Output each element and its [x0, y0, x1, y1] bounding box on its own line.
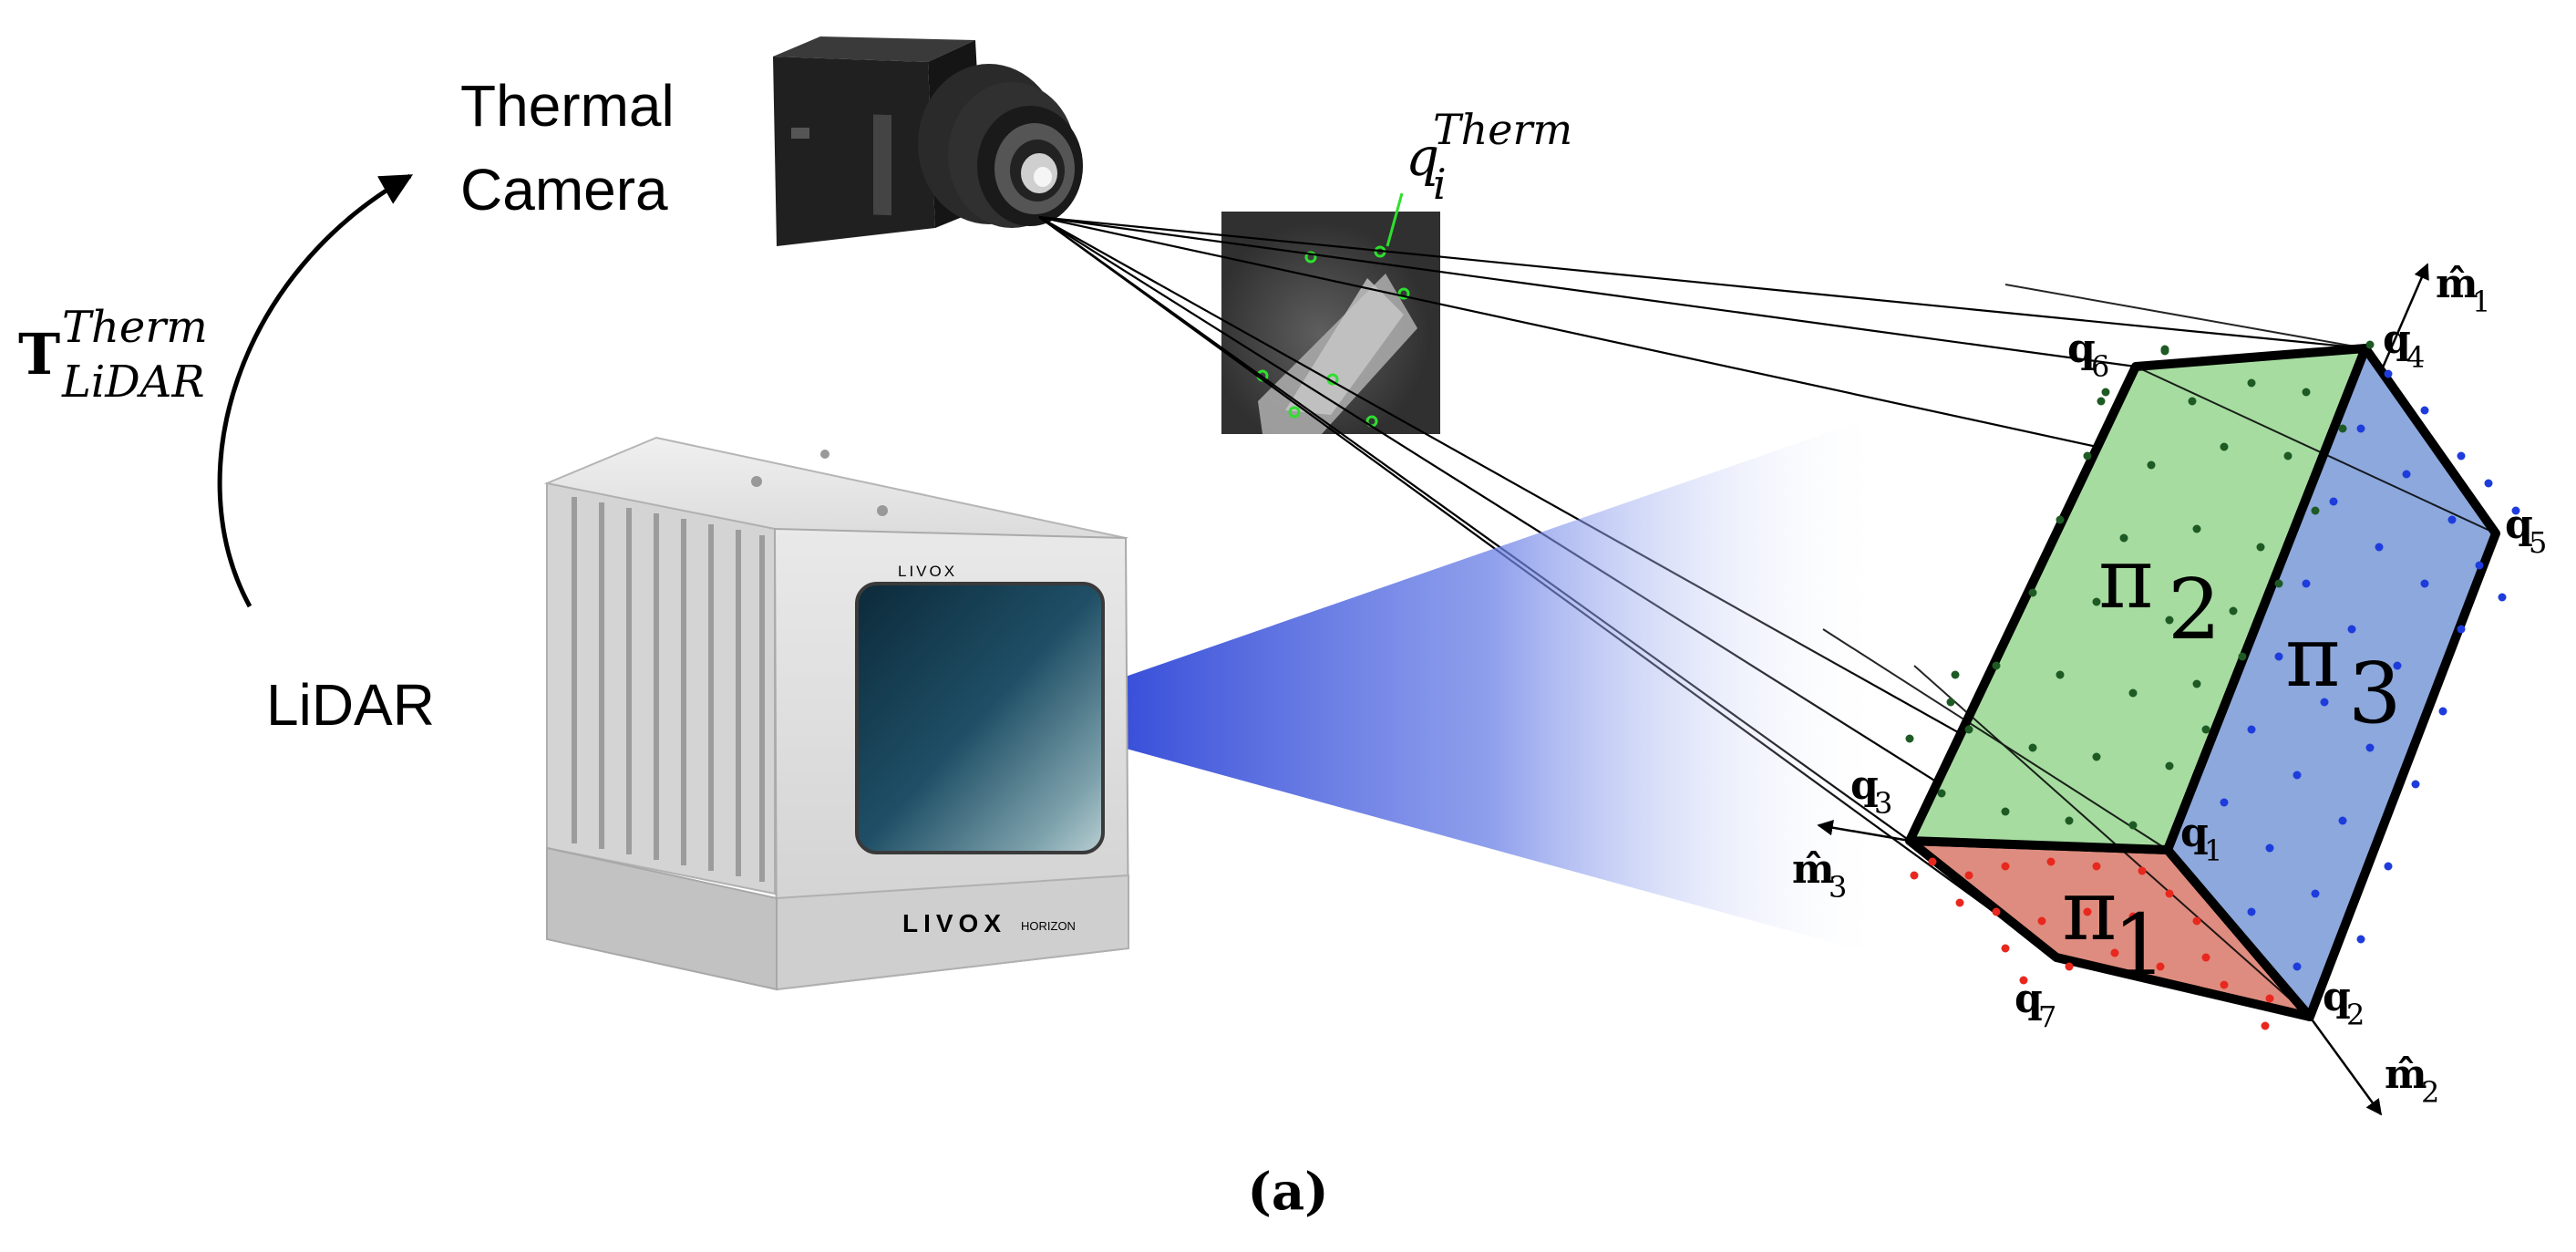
vertex-label-q1: q 1 — [2180, 810, 2222, 868]
normal-m1-base: m̂ — [2436, 261, 2478, 307]
transform-sup: Therm — [62, 302, 208, 353]
vertex-label-q4: q 4 — [2383, 316, 2425, 375]
lidar-model: HORIZON — [1021, 919, 1076, 933]
normal-m2-base: m̂ — [2385, 1051, 2427, 1098]
vertex-label-q6: q 6 — [2067, 326, 2109, 384]
feature-sup: Therm — [1433, 105, 1572, 154]
vertex-q3-index: 3 — [1874, 786, 1892, 821]
vertex-label-q5: q 5 — [2505, 502, 2547, 560]
normal-label-m2: m̂ 2 — [2385, 1051, 2439, 1110]
normal-m2-axis — [2308, 1016, 2383, 1116]
vertex-q5-base: q — [2505, 502, 2533, 548]
lidar-beam — [1010, 412, 1887, 957]
vertex-q1-base: q — [2180, 810, 2209, 856]
feature-base: q — [1406, 126, 1439, 188]
vertex-q6-index: 6 — [2091, 349, 2109, 384]
vertex-q2-index: 2 — [2346, 998, 2365, 1032]
normal-m1-index: 1 — [2472, 285, 2490, 319]
points-pi1 — [1910, 857, 2274, 1030]
vertex-q4-index: 4 — [2406, 340, 2425, 375]
plane-label-pi3-index: 3 — [2348, 645, 2402, 742]
vertex-q2-base: q — [2323, 974, 2351, 1020]
vertex-q3-base: q — [1850, 762, 1879, 809]
normal-m3-base: m̂ — [1792, 846, 1835, 893]
vertex-q7-base: q — [2014, 976, 2043, 1022]
normal-label-m1: m̂ 1 — [2436, 261, 2490, 319]
vertex-q7-index: 7 — [2038, 999, 2056, 1034]
plane-label-pi1: π 1 — [2062, 862, 2167, 994]
vertex-q6-base: q — [2067, 326, 2096, 372]
figure-caption: (a) — [1247, 1162, 1328, 1222]
vertex-q1-index: 1 — [2204, 833, 2222, 868]
plane-label-pi1-base: π — [2062, 862, 2117, 959]
points-pi3 — [2220, 369, 2520, 971]
vertex-label-q7: q 7 — [2014, 976, 2056, 1034]
vertex-q4-base: q — [2383, 316, 2411, 363]
thermal-camera-icon — [773, 36, 1083, 246]
feature-sub: i — [1433, 160, 1447, 209]
transform-label: T Therm LiDAR — [18, 302, 208, 408]
thermal-camera-label-line2: Camera — [460, 157, 668, 222]
points-pi2 — [1905, 340, 2375, 830]
normal-label-m3: m̂ 3 — [1792, 846, 1847, 905]
transform-sub: LiDAR — [61, 357, 205, 408]
plane-label-pi2-base: π — [2098, 530, 2153, 627]
plane-label-pi1-index: 1 — [2113, 896, 2167, 994]
normal-m2-index: 2 — [2421, 1075, 2439, 1110]
lidar-device-icon: LIVOX LIVOX HORIZON — [543, 436, 1130, 991]
lidar-brand-front: LIVOX — [902, 909, 1006, 937]
plane-label-pi3: π 3 — [2285, 608, 2402, 742]
normal-m3-axis — [1817, 820, 1911, 843]
feature-point-label: q Therm i — [1406, 105, 1572, 209]
plane-label-pi2-index: 2 — [2168, 561, 2221, 658]
thermal-image-inset — [1221, 192, 1440, 434]
transform-base: T — [18, 321, 60, 388]
vertex-label-q3: q 3 — [1850, 762, 1892, 821]
calibration-target: π 1 π 2 π 3 q 1 q 2 q 3 q 4 q 5 — [1792, 261, 2547, 1116]
lidar-brand-top: LIVOX — [898, 563, 957, 580]
plane-label-pi2: π 2 — [2098, 530, 2221, 658]
thermal-camera-label-line1: Thermal — [460, 73, 675, 139]
vertex-label-q2: q 2 — [2323, 974, 2365, 1032]
normal-m3-index: 3 — [1829, 870, 1847, 905]
plane-label-pi3-base: π — [2285, 608, 2340, 706]
transform-arrow — [217, 173, 414, 608]
vertex-q5-index: 5 — [2529, 525, 2547, 560]
lidar-label: LiDAR — [266, 672, 435, 738]
